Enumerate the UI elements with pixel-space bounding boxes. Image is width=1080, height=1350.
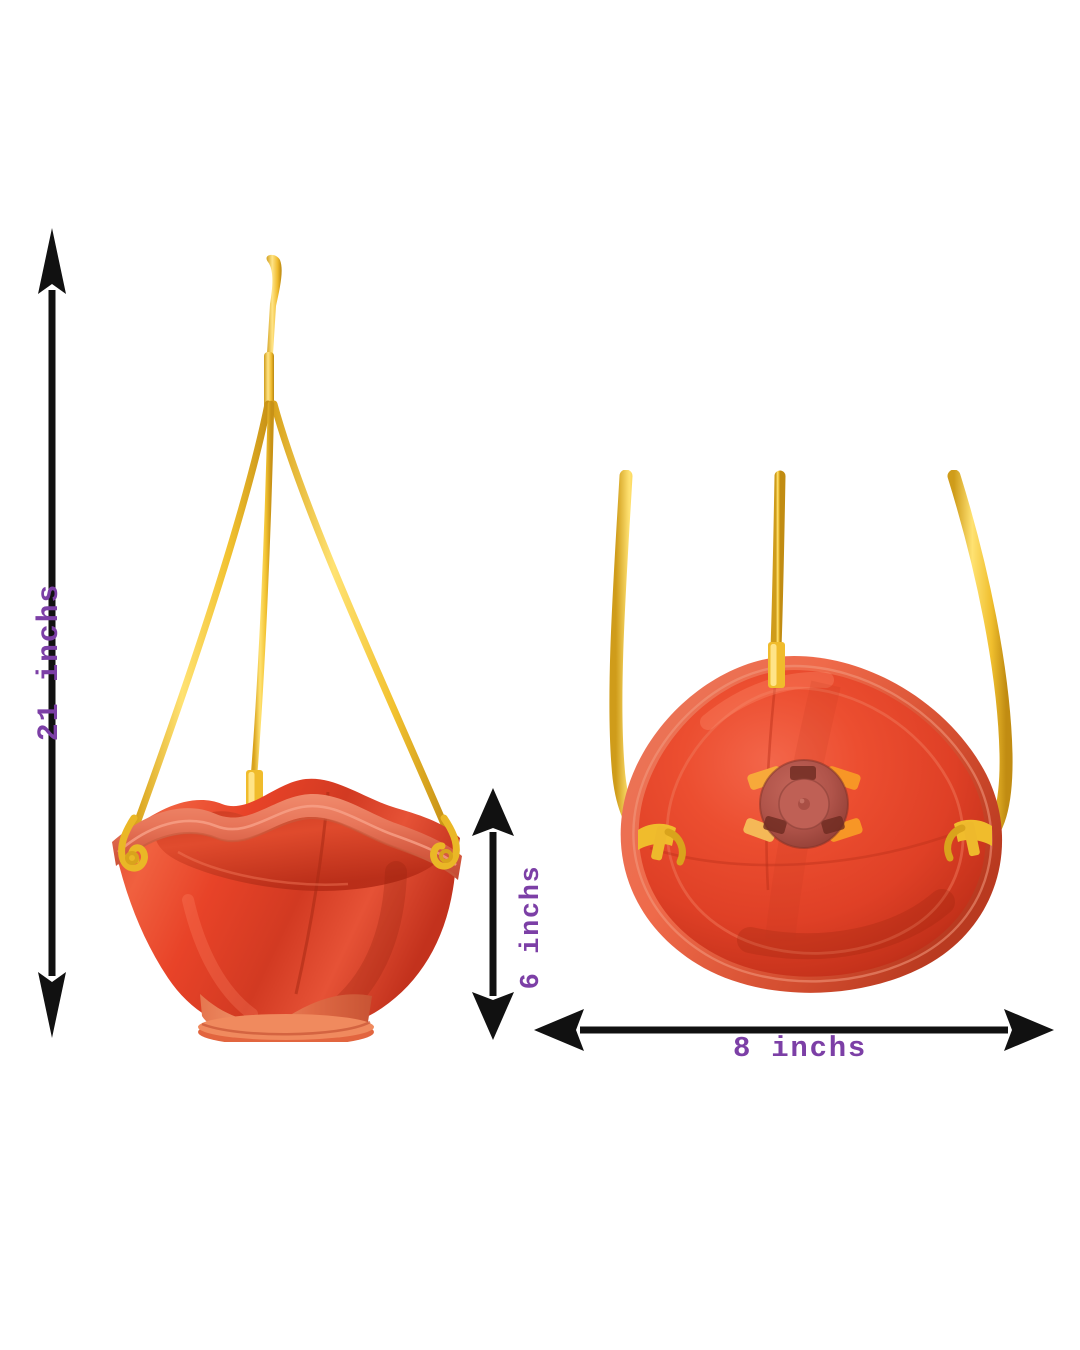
planter-rim xyxy=(112,794,462,880)
hanger-straps xyxy=(132,400,448,830)
rim-strap-clip-center xyxy=(768,642,785,688)
dimension-arrow-depth xyxy=(472,788,514,1040)
planter-pedestal xyxy=(198,994,374,1042)
dimension-label-depth: 6 inchs xyxy=(517,864,547,990)
dimension-arrow-height xyxy=(38,228,66,1038)
dimension-label-height: 21 inchs xyxy=(33,582,67,742)
hanger-hook-icon xyxy=(264,254,282,412)
dimension-arrow-width xyxy=(534,1009,1054,1051)
rim-strap-clip-left xyxy=(638,823,686,866)
drain-hub xyxy=(743,759,863,849)
rim-strap-clip-right xyxy=(944,819,992,862)
rim-clip-hook-right xyxy=(430,814,460,870)
side-view-planter xyxy=(112,254,462,1042)
planter-bowl xyxy=(112,778,462,1037)
rim-clip-hook-left xyxy=(118,814,148,872)
underside-view-planter xyxy=(609,470,1013,993)
dimension-label-width: 8 inchs xyxy=(733,1032,867,1065)
